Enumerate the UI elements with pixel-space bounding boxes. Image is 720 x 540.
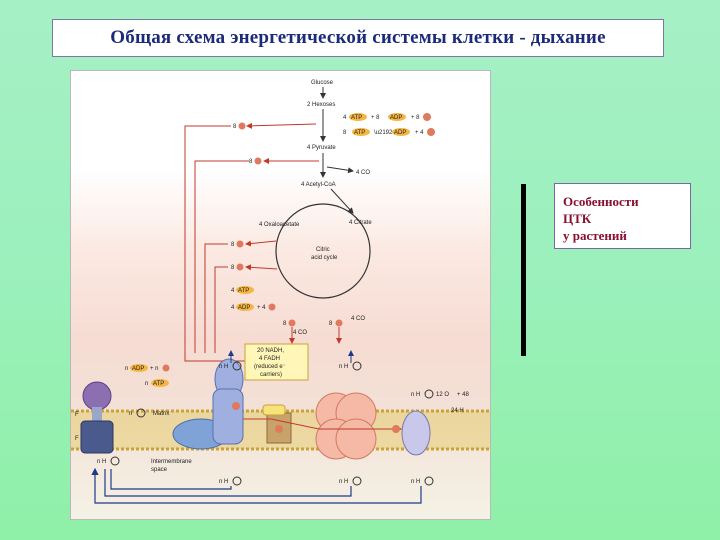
complex-4 — [401, 410, 431, 456]
svg-text:8: 8 — [231, 242, 235, 248]
svg-text:\u2192 4: \u2192 4 — [374, 130, 398, 136]
svg-text:ATP: ATP — [354, 130, 365, 136]
co2-label-b: 4 CO — [293, 330, 307, 336]
svg-text:F: F — [75, 412, 79, 418]
svg-text:+ 48: + 48 — [457, 392, 470, 398]
citric-acid-cycle — [275, 203, 371, 299]
glucose-label: Glucose — [311, 80, 334, 86]
svg-text:(reduced e⁻: (reduced e⁻ — [254, 364, 286, 370]
oxaloacetate-label: 4 Oxaloacetate — [259, 222, 300, 228]
svg-text:n: n — [129, 411, 132, 417]
svg-text:n: n — [125, 366, 128, 372]
svg-text:n H: n H — [339, 364, 348, 370]
svg-text:4: 4 — [343, 115, 347, 121]
atp-synthase: F F — [75, 381, 114, 454]
svg-text:8: 8 — [231, 265, 235, 271]
co2-label-a: 4 CO — [356, 170, 370, 176]
svg-text:+ 4: + 4 — [415, 130, 424, 136]
svg-text:8: 8 — [343, 130, 347, 136]
svg-text:n H: n H — [219, 479, 228, 485]
complex-3 — [315, 392, 377, 460]
nadh-box — [244, 343, 309, 381]
tca-label: Citric — [316, 247, 330, 253]
svg-text:20 NADH,: 20 NADH, — [257, 348, 284, 354]
svg-text:ATP: ATP — [153, 381, 164, 387]
svg-text:4 FADH: 4 FADH — [259, 356, 280, 362]
slide-title: Общая схема энергетической системы клетк… — [110, 27, 606, 48]
hexose-label: 2 Hexoses — [307, 102, 335, 108]
svg-text:8: 8 — [233, 124, 237, 130]
svg-text:24 H: 24 H — [451, 408, 464, 414]
svg-text:8: 8 — [249, 159, 253, 165]
svg-text:F: F — [75, 436, 79, 442]
note-box: Особенности ЦТК у растений — [554, 183, 691, 249]
svg-text:ADP: ADP — [394, 130, 406, 136]
title-box: Общая схема энергетической системы клетк… — [52, 19, 664, 57]
svg-text:4: 4 — [231, 288, 235, 294]
svg-text:n H: n H — [97, 459, 106, 465]
svg-text:+ n: + n — [150, 366, 159, 372]
svg-text:8: 8 — [329, 321, 333, 327]
svg-text:12 O: 12 O — [436, 392, 449, 398]
co2-label-c: 4 CO — [351, 316, 365, 322]
matrix-label: Matrix — [153, 411, 169, 417]
svg-text:carriers): carriers) — [260, 372, 282, 378]
svg-text:n H: n H — [219, 364, 228, 370]
separator-line — [521, 184, 526, 356]
svg-text:acid cycle: acid cycle — [311, 255, 338, 261]
svg-text:ADP: ADP — [238, 305, 250, 311]
note-line-1: Особенности — [563, 194, 639, 209]
citrate-label: 4 Citrate — [349, 220, 372, 226]
svg-text:n H: n H — [411, 392, 420, 398]
svg-text:4: 4 — [231, 305, 235, 311]
svg-text:+ 4: + 4 — [257, 305, 266, 311]
acetyl-coa-label: 4 Acetyl-CoA — [301, 182, 336, 188]
atp-group-top: 4 ATP + 8 ADP + 8 8 ATP \u2192 4 ADP + 4 — [343, 113, 435, 136]
svg-text:ADP: ADP — [132, 366, 144, 372]
complex-2 — [266, 412, 292, 444]
pyruvate-label: 4 Pyruvate — [307, 145, 336, 151]
ims-label: Intermembrane — [151, 459, 192, 465]
svg-text:+ 8: + 8 — [411, 115, 420, 121]
svg-text:space: space — [151, 467, 168, 473]
svg-text:ADP: ADP — [390, 115, 402, 121]
respiration-diagram: Glucose 2 Hexoses 4 ATP + 8 ADP + 8 8 AT… — [70, 70, 491, 520]
svg-text:n H: n H — [339, 479, 348, 485]
note-line-3: у растений — [563, 228, 627, 243]
svg-text:n: n — [145, 381, 148, 387]
svg-text:8: 8 — [283, 321, 287, 327]
diagram-svg: Glucose 2 Hexoses 4 ATP + 8 ADP + 8 8 AT… — [71, 80, 490, 504]
svg-text:ATP: ATP — [351, 115, 362, 121]
svg-text:n H: n H — [411, 479, 420, 485]
note-line-2: ЦТК — [563, 211, 592, 226]
svg-text:ATP: ATP — [238, 288, 249, 294]
svg-text:+ 8: + 8 — [371, 115, 380, 121]
